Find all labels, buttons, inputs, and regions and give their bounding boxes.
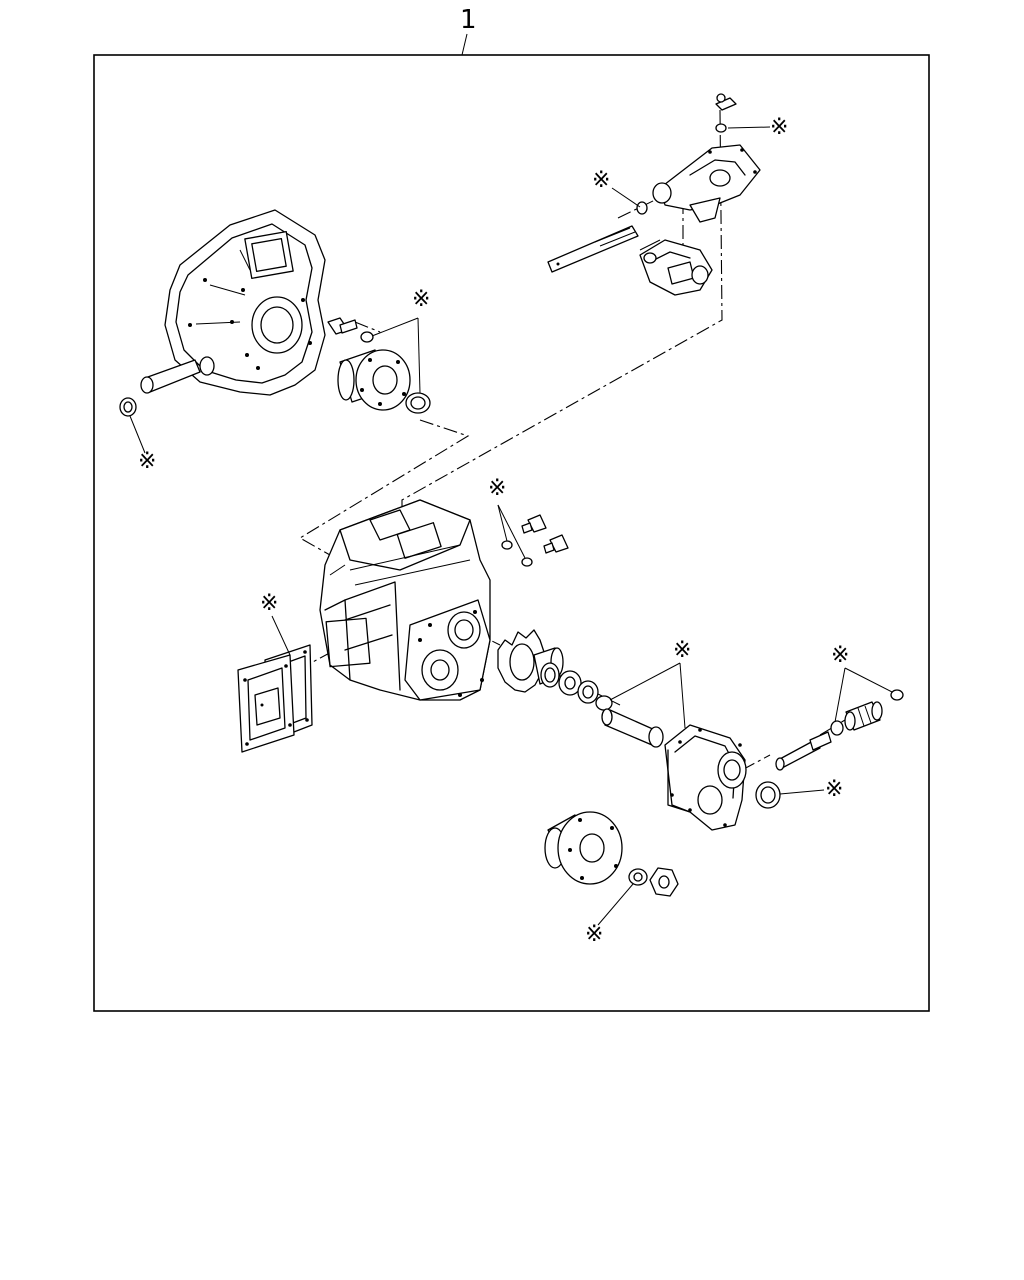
svg-text:※: ※: [831, 643, 849, 668]
o-ring-upper: [360, 331, 374, 343]
companion-flange: [544, 811, 623, 885]
washer-top: [715, 123, 727, 133]
housing-bolt: [327, 317, 358, 335]
shift-rod: [547, 225, 639, 273]
svg-text:※: ※: [592, 168, 610, 193]
svg-text:※: ※: [770, 115, 788, 140]
rear-housing: [664, 724, 747, 831]
service-markers: ※ ※ ※ ※ ※ ※ ※ ※ ※ ※: [129, 115, 893, 947]
pilot-sleeve: [140, 356, 215, 394]
bearing-sleeves: [540, 662, 599, 704]
svg-text:※: ※: [585, 922, 603, 947]
o-ring-case-b: [521, 557, 533, 567]
flange-nut: [649, 867, 679, 897]
o-ring-mid: [595, 695, 613, 711]
shift-fork-assembly: [639, 239, 713, 296]
shift-lever-bracket: [715, 93, 737, 111]
o-ring-shift: [636, 201, 648, 215]
side-cover-plate: [237, 654, 295, 753]
oil-seal-lower: [755, 781, 781, 809]
seal-small-right: [890, 689, 904, 701]
callout-number-1: 1: [460, 5, 477, 35]
speedometer-shaft: [775, 731, 832, 771]
svg-text:※: ※: [260, 591, 278, 616]
assembly-border: [93, 54, 930, 1012]
svg-text:※: ※: [488, 476, 506, 501]
speedometer-sleeve: [844, 701, 883, 731]
case-bolts: [521, 514, 569, 554]
flange-washer: [628, 868, 648, 886]
seal-ring-left: [119, 397, 137, 417]
clutch-housing: [164, 209, 326, 396]
shift-cover: [652, 144, 761, 223]
svg-text:※: ※: [412, 287, 430, 312]
oil-seal-upper: [405, 392, 431, 414]
callout-leader: [461, 33, 468, 56]
o-ring-case-a: [501, 540, 513, 550]
svg-text:※: ※: [673, 638, 691, 663]
svg-text:※: ※: [138, 449, 156, 474]
o-ring-speedo: [830, 720, 844, 736]
output-sleeve: [601, 708, 664, 748]
bearing-retainer: [337, 349, 411, 411]
svg-text:※: ※: [825, 777, 843, 802]
transmission-case: [319, 499, 491, 701]
